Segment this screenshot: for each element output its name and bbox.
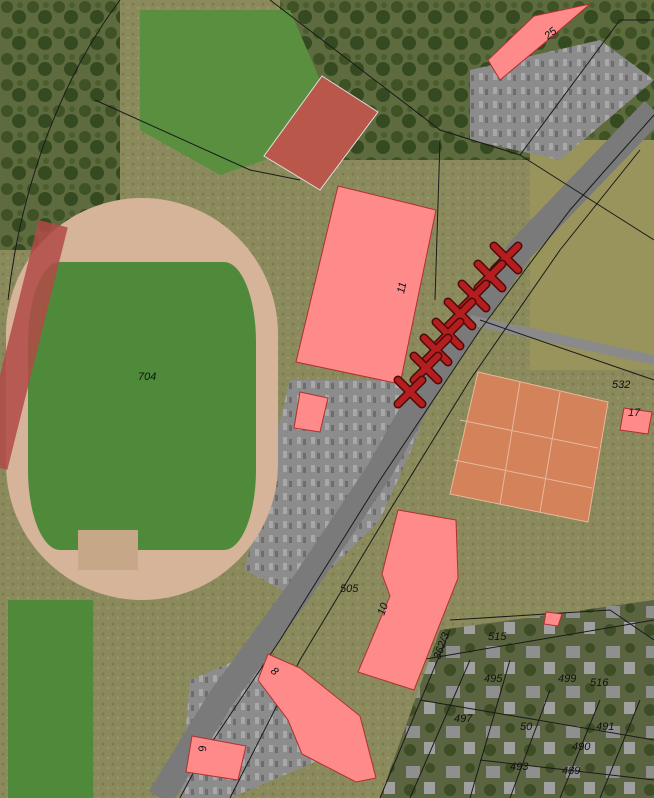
parcel-label: 499 [558, 673, 576, 685]
parcel-label: 489 [562, 765, 580, 777]
red-court [263, 75, 379, 191]
upper-football-field [140, 10, 320, 175]
buildings [185, 3, 653, 783]
residential-area [380, 600, 654, 798]
inner-football-field [28, 262, 256, 550]
parking-north [470, 40, 654, 160]
grandstand-west [0, 220, 68, 470]
parcel-label: 17 [628, 407, 641, 419]
building-8[interactable] [257, 653, 377, 783]
parcel-label: 50 [520, 721, 533, 733]
parking-central [245, 380, 420, 600]
building-label: 11 [395, 281, 409, 295]
parcel-label: 515 [488, 631, 507, 643]
parcel-label: 495 [484, 673, 503, 685]
building-6[interactable] [185, 735, 247, 781]
parcel-label: 490 [572, 741, 591, 753]
parcel-label: 491 [596, 721, 614, 733]
parcel-label: 532 [612, 379, 630, 391]
red-x-marker-icon[interactable] [409, 351, 443, 385]
parcel-label: 505 [340, 583, 359, 595]
red-x-marker-icon[interactable] [419, 333, 453, 367]
building-label: 6 [195, 744, 208, 753]
red-x-marker-icon[interactable] [393, 375, 427, 409]
building-small-a[interactable] [293, 391, 329, 433]
marker-layer [393, 241, 523, 409]
sandpit [78, 530, 138, 570]
building-10[interactable] [357, 509, 459, 691]
parcel-label: 497 [454, 713, 473, 725]
tennis-court-line [453, 459, 593, 489]
red-x-marker-icon[interactable] [443, 297, 477, 331]
tennis-court-line [459, 419, 599, 449]
parcel-label: 493 [510, 761, 529, 773]
building-small-c[interactable] [543, 611, 563, 627]
parcel-label: 516 [590, 677, 609, 689]
building-small-b[interactable] [619, 407, 653, 435]
field-southwest [8, 600, 93, 798]
tennis-courts [449, 371, 609, 523]
tennis-court-line [539, 391, 561, 513]
tennis-court-line [499, 381, 521, 505]
building-label: 10 [376, 601, 392, 617]
parcel-label: 704 [138, 371, 156, 383]
building-25[interactable] [487, 3, 591, 81]
